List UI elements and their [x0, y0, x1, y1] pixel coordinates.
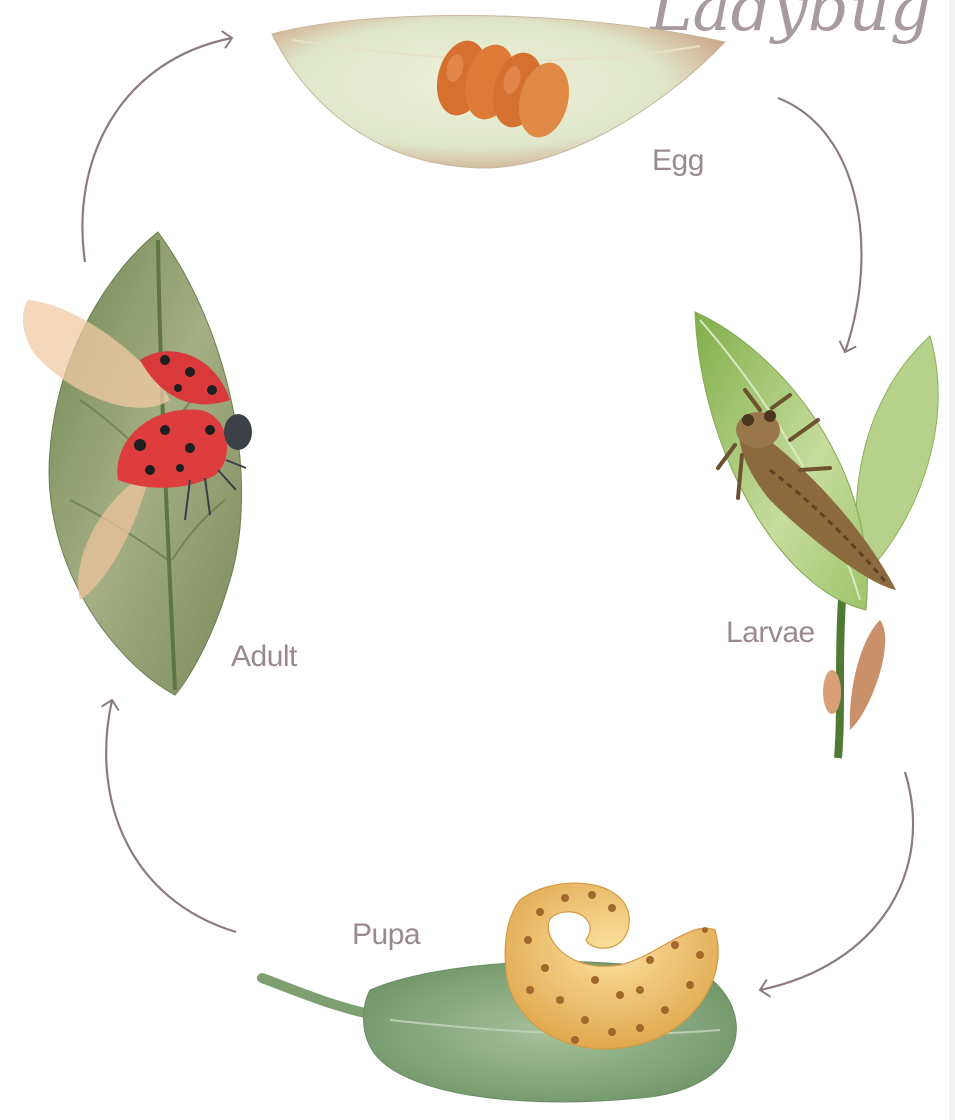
arrow-larvae-to-pupa — [760, 772, 913, 990]
larva-leaf-back — [856, 336, 938, 578]
stage-label-pupa: Pupa — [352, 918, 421, 951]
adult-illustration — [23, 232, 252, 695]
arrow-egg-to-larvae — [778, 98, 861, 352]
pupa-illustration — [262, 883, 736, 1102]
dry-leaf — [850, 620, 885, 730]
stage-label-egg: Egg — [652, 144, 704, 177]
stage-label-larvae: Larvae — [726, 616, 815, 649]
arrow-adult-to-egg — [82, 38, 232, 262]
larvae-illustration — [695, 312, 938, 758]
arrow-pupa-to-adult — [106, 700, 236, 932]
stage-label-adult: Adult — [231, 640, 298, 673]
